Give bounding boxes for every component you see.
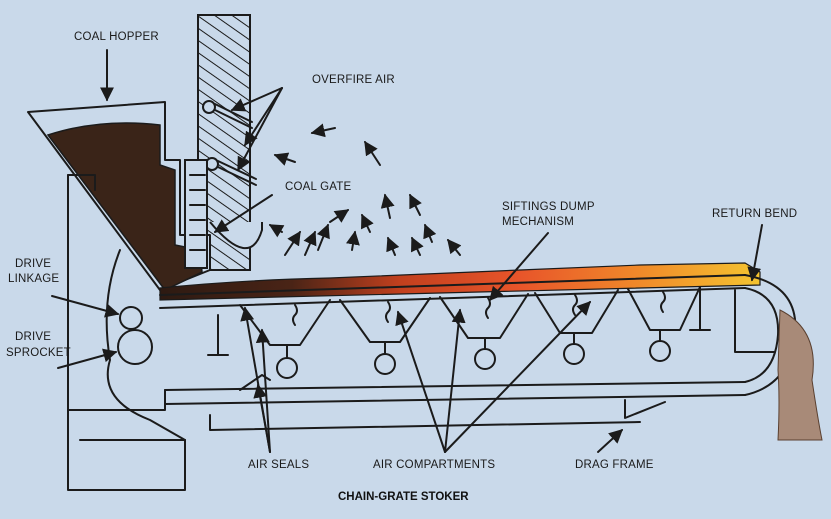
air-compartments [239, 286, 776, 379]
label-drive-sprocket-line1: DRIVE [15, 331, 51, 343]
label-drive-linkage-line2: LINKAGE [8, 273, 59, 285]
chain-grate-lower [164, 381, 746, 405]
leader-lines [51, 49, 763, 453]
drag-frame [209, 399, 666, 431]
label-drive-sprocket-line2: SPROCKET [6, 347, 71, 359]
label-air-compartments: AIR COMPARTMENTS [373, 459, 495, 471]
label-coal-gate: COAL GATE [285, 181, 351, 193]
label-drag-frame: DRAG FRAME [575, 459, 654, 471]
label-overfire-air: OVERFIRE AIR [312, 74, 395, 86]
siftings-dump-mechanism [292, 291, 666, 326]
label-drive-linkage-line1: DRIVE [15, 258, 51, 270]
label-siftings-dump-line2: MECHANISM [502, 216, 574, 228]
chain-grate-upper [159, 274, 797, 396]
label-return-bend: RETURN BEND [712, 208, 797, 220]
label-siftings-dump-line1: SIFTINGS DUMP [502, 201, 595, 213]
air-seals [207, 287, 711, 391]
ash-discharge [777, 309, 823, 441]
diagram-title: CHAIN-GRATE STOKER [338, 491, 469, 503]
label-air-seals: AIR SEALS [248, 459, 309, 471]
label-coal-hopper: COAL HOPPER [74, 31, 159, 43]
coal-hopper [27, 101, 211, 291]
drive-mechanism [117, 306, 153, 365]
air-flow-arrows [268, 123, 462, 256]
